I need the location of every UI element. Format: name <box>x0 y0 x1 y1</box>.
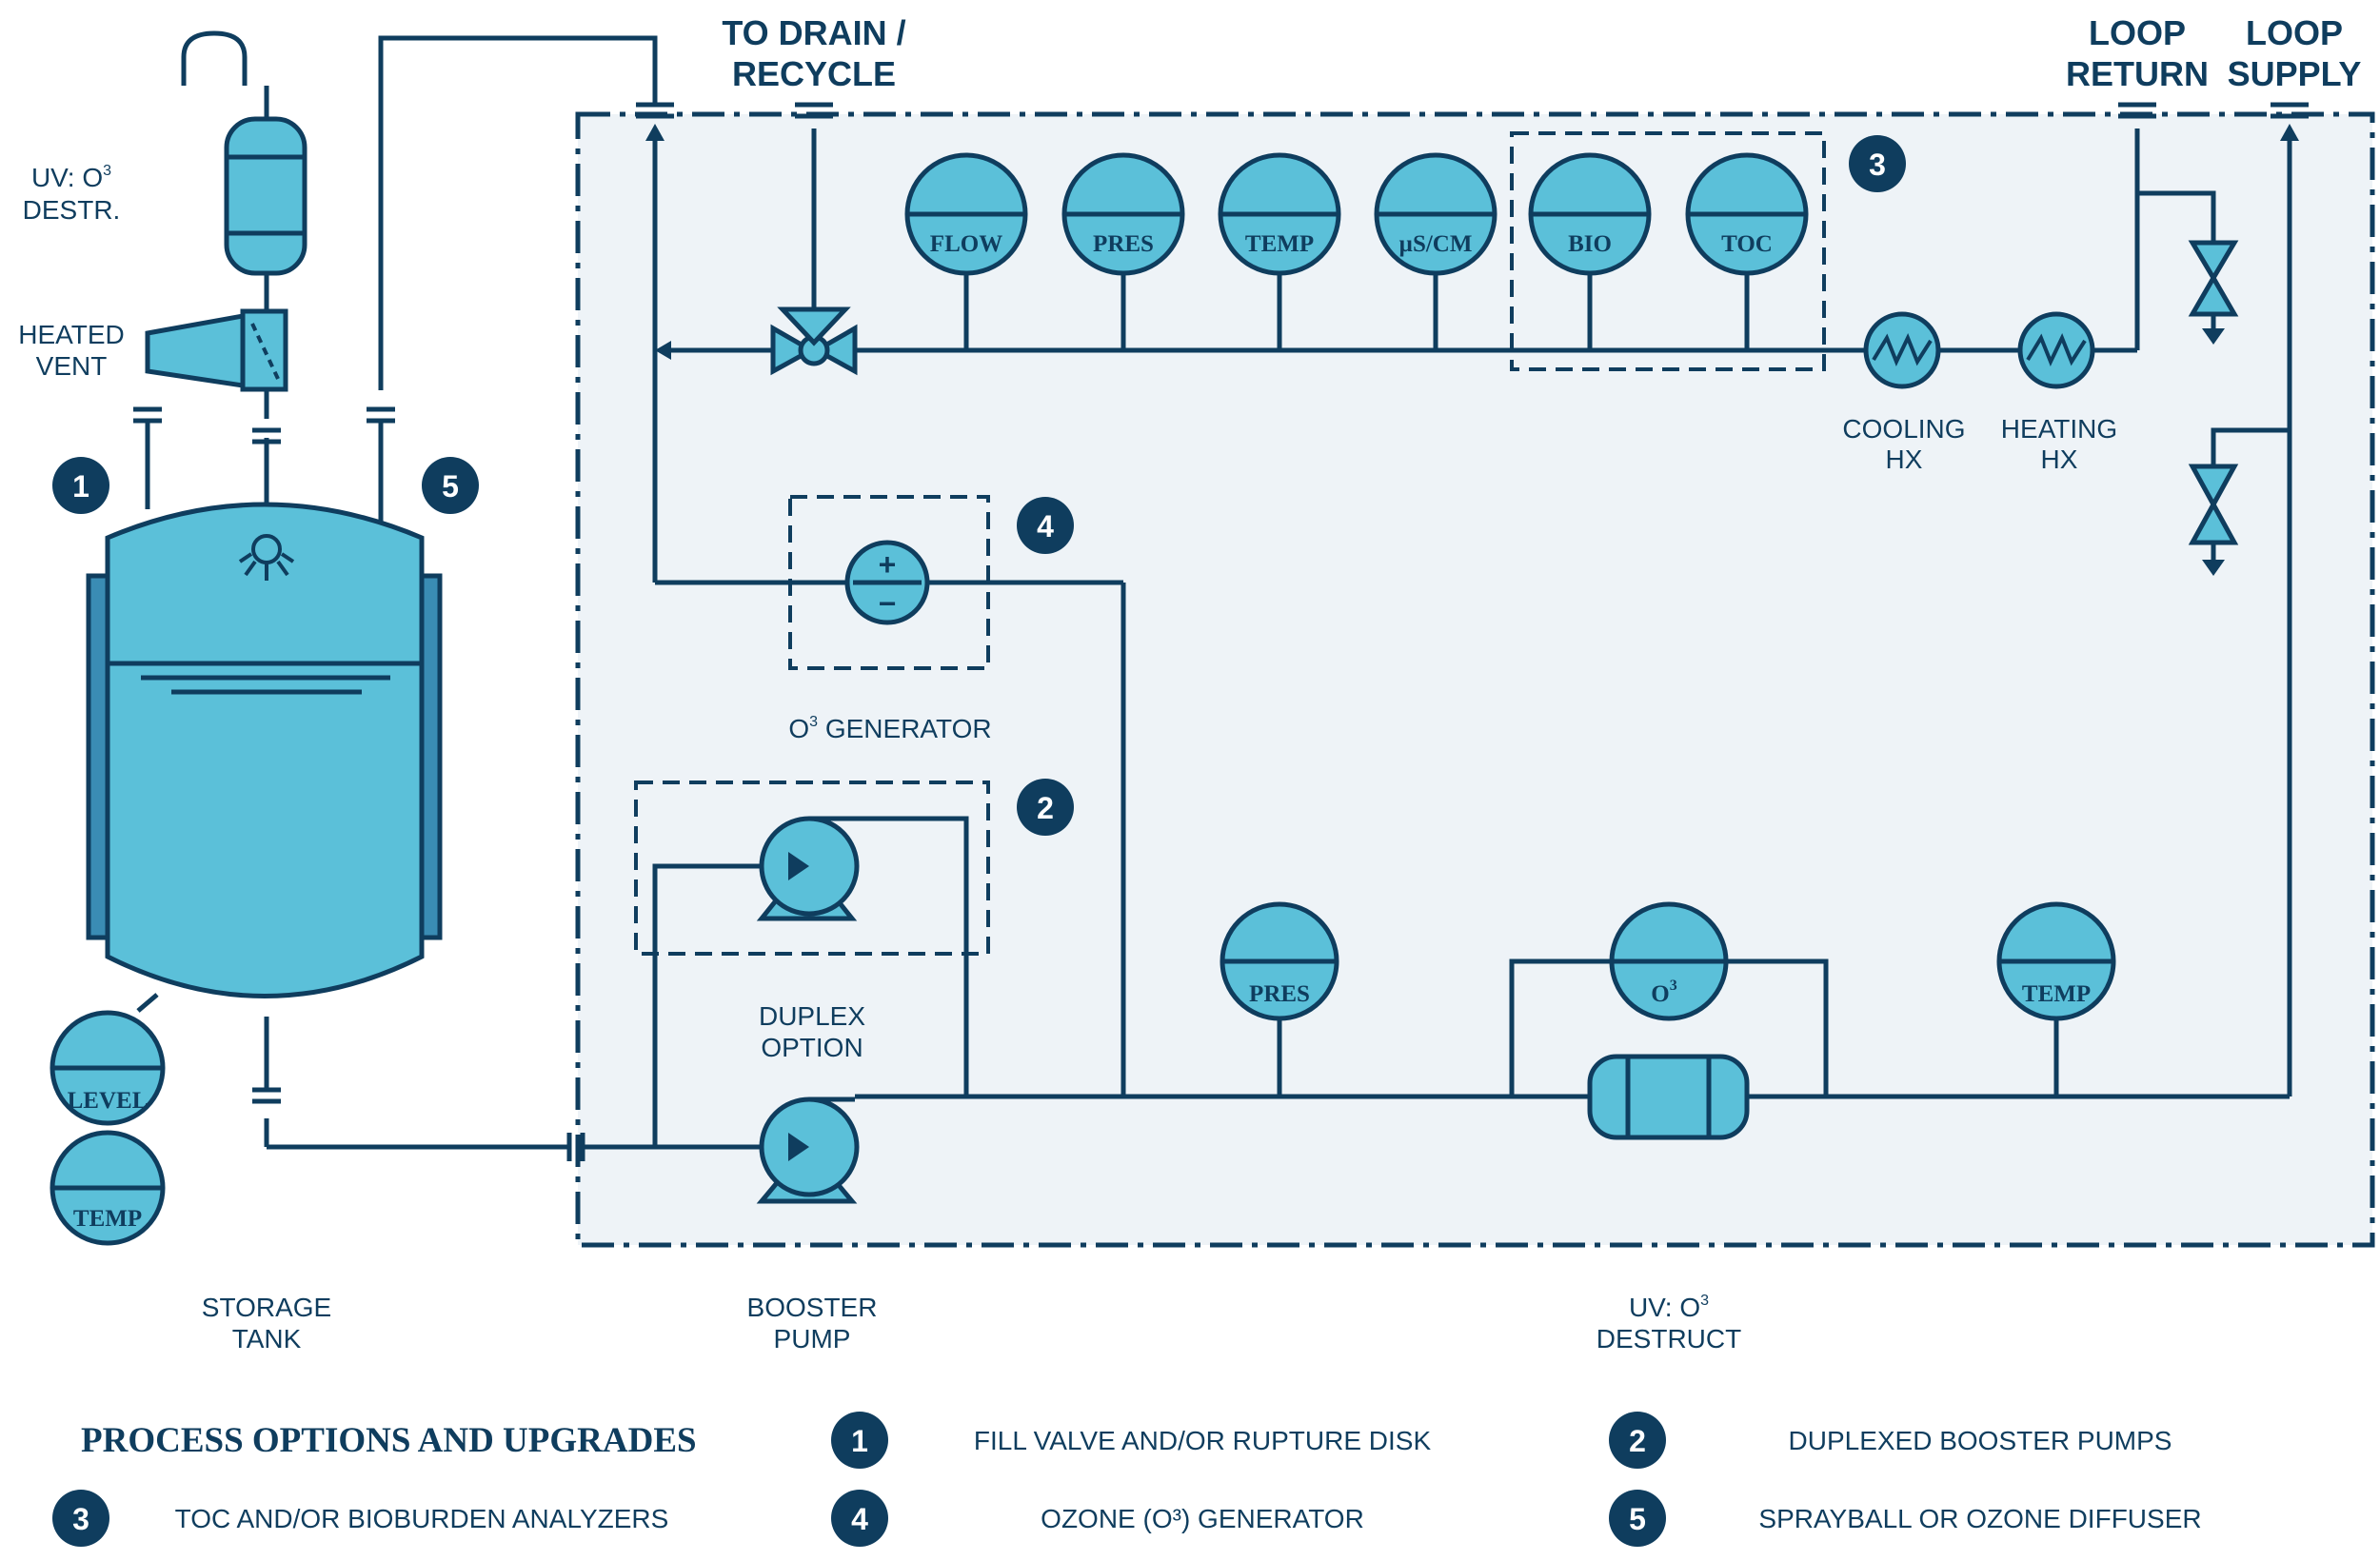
o3-generator-option-box <box>788 495 990 670</box>
cooling-hx-label-line1: COOLING <box>1842 414 1965 444</box>
instrument-pres-top-label: PRES <box>1093 231 1154 257</box>
loop-valve-upper <box>2188 240 2239 345</box>
uv-o3-destruct-vessel <box>1587 1054 1750 1140</box>
instrument-conductivity-label: µS/CM <box>1399 231 1473 257</box>
svg-text:5: 5 <box>1629 1502 1646 1536</box>
instrument-toc <box>1685 152 1809 276</box>
legend-item-2: 2 DUPLEXED BOOSTER PUMPS <box>1609 1412 2172 1469</box>
legend-item-1: 1 FILL VALVE AND/OR RUPTURE DISK <box>831 1412 1431 1469</box>
cooling-hx-label-line2: HX <box>1886 445 1923 474</box>
loop-supply-label-line2: SUPPLY <box>2228 54 2362 93</box>
badge-4: 4 <box>1017 497 1074 554</box>
svg-text:+: + <box>879 547 897 582</box>
booster-pump-label-line2: PUMP <box>774 1324 851 1354</box>
legend-title: PROCESS OPTIONS AND UPGRADES <box>81 1421 697 1460</box>
to-drain-label-line2: RECYCLE <box>732 54 896 93</box>
svg-text:2: 2 <box>1037 791 1054 825</box>
svg-text:4: 4 <box>1037 509 1054 543</box>
instrument-temp-bottom-label: TEMP <box>2022 981 2091 1007</box>
svg-text:OZONE (O³) GENERATOR: OZONE (O³) GENERATOR <box>1041 1504 1364 1533</box>
loop-supply-label-line1: LOOP <box>2246 13 2343 52</box>
booster-pump <box>756 1097 860 1204</box>
instrument-toc-label: TOC <box>1721 231 1773 257</box>
svg-text:1: 1 <box>72 469 89 504</box>
to-drain-label-line1: TO DRAIN / <box>722 13 905 52</box>
svg-text:2: 2 <box>1629 1424 1646 1458</box>
instrument-flow-label: FLOW <box>930 231 1002 257</box>
svg-text:DUPLEXED BOOSTER PUMPS: DUPLEXED BOOSTER PUMPS <box>1789 1426 2172 1455</box>
loop-valve-lower <box>2188 464 2239 576</box>
instrument-temp-tank <box>50 1130 166 1246</box>
uv-destr-label-line2: DESTR. <box>23 195 121 225</box>
duplex-option-box <box>634 780 990 956</box>
heating-hx <box>2017 311 2095 389</box>
cooling-hx <box>1863 311 1941 389</box>
legend-item-5: 5 SPRAYBALL OR OZONE DIFFUSER <box>1609 1490 2202 1547</box>
svg-text:1: 1 <box>851 1424 868 1458</box>
svg-text:5: 5 <box>442 469 459 504</box>
loop-return-label-line1: LOOP <box>2089 13 2186 52</box>
badge-5: 5 <box>422 457 479 514</box>
instrument-temp-tank-label: TEMP <box>73 1206 142 1232</box>
storage-tank-label-line1: STORAGE <box>202 1293 331 1322</box>
analyzer-option-box <box>1510 131 1826 371</box>
instrument-pres-top <box>1061 152 1185 276</box>
badge-2: 2 <box>1017 779 1074 836</box>
instrument-level-label: LEVEL <box>68 1088 149 1114</box>
flow-arrows <box>645 124 2299 360</box>
uv-destr-label-line1: UV: O3 <box>31 163 111 192</box>
badge-3: 3 <box>1849 135 1906 192</box>
svg-text:−: − <box>879 586 897 621</box>
svg-text:SPRAYBALL OR OZONE DIFFUSER: SPRAYBALL OR OZONE DIFFUSER <box>1758 1504 2201 1533</box>
skid-boundary <box>575 111 2375 1248</box>
o3-generator-label: O3 GENERATOR <box>788 714 991 743</box>
storage-tank <box>86 502 443 998</box>
svg-text:3: 3 <box>1869 148 1886 182</box>
uv-destruct-label-line1: UV: O3 <box>1629 1293 1709 1322</box>
instrument-o3 <box>1609 901 1729 1021</box>
svg-text:TOC AND/OR BIOBURDEN ANALYZERS: TOC AND/OR BIOBURDEN ANALYZERS <box>175 1504 669 1533</box>
svg-text:FILL VALVE AND/OR RUPTURE DISK: FILL VALVE AND/OR RUPTURE DISK <box>974 1426 1432 1455</box>
legend-item-3: 3 TOC AND/OR BIOBURDEN ANALYZERS <box>52 1490 668 1547</box>
instrument-bio <box>1528 152 1652 276</box>
heated-vent-filter <box>145 308 288 392</box>
instrument-pres-bottom <box>1220 901 1339 1021</box>
sprayball-icon <box>238 534 295 581</box>
heating-hx-label-line1: HEATING <box>2001 414 2117 444</box>
duplex-option-label-line2: OPTION <box>761 1033 863 1062</box>
heating-hx-label-line2: HX <box>2041 445 2078 474</box>
legend-item-4: 4 OZONE (O³) GENERATOR <box>831 1490 1364 1547</box>
flanges <box>133 102 2309 1161</box>
instrument-temp-top-label: TEMP <box>1245 231 1314 257</box>
heated-vent-label-line2: VENT <box>36 351 108 381</box>
instrument-level <box>50 1010 166 1126</box>
piping <box>136 35 2292 1150</box>
instrument-conductivity <box>1374 152 1497 276</box>
instrument-flow <box>904 152 1028 276</box>
loop-return-label-line2: RETURN <box>2066 54 2209 93</box>
uv-o3-destructor-vessel <box>181 30 307 276</box>
instrument-temp-bottom <box>1996 901 2116 1021</box>
svg-text:3: 3 <box>72 1502 89 1536</box>
uv-destruct-label-line2: DESTRUCT <box>1597 1324 1741 1354</box>
instrument-bio-label: BIO <box>1568 231 1612 257</box>
drain-valve <box>770 306 858 376</box>
booster-pump-label-line1: BOOSTER <box>747 1293 878 1322</box>
heated-vent-label-line1: HEATED <box>18 320 125 349</box>
duplex-option-label-line1: DUPLEX <box>759 1001 865 1031</box>
o3-generator: + − <box>844 540 930 625</box>
badge-1: 1 <box>52 457 109 514</box>
instrument-pres-bottom-label: PRES <box>1249 981 1310 1007</box>
booster-pump-duplex <box>756 816 860 921</box>
storage-tank-label-line2: TANK <box>232 1324 302 1354</box>
svg-text:4: 4 <box>851 1502 868 1536</box>
instrument-o3-label: O3 <box>1651 978 1676 1007</box>
instrument-temp-top <box>1218 152 1341 276</box>
